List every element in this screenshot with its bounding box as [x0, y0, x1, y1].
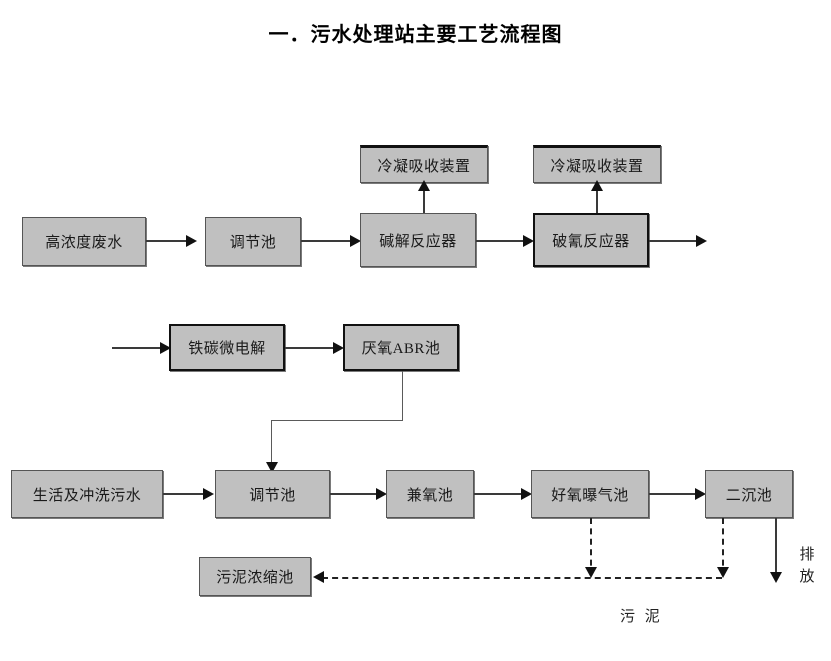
node-label: 高浓度废水 [45, 235, 123, 251]
node-label: 兼氧池 [406, 487, 454, 504]
arrow-right-r1-out [696, 235, 707, 247]
node-label: 铁碳微电解 [188, 341, 266, 357]
arrow-right-r3-1 [203, 488, 214, 500]
node-regulating-tank-row3[interactable]: 调节池 [215, 470, 330, 518]
node-label: 调节池 [249, 487, 296, 504]
arrow-down-clarifier-sludge [717, 567, 729, 578]
node-label: 调节池 [229, 235, 277, 251]
node-label: 碱解反应器 [379, 233, 457, 250]
dashed-sludge-return-line [322, 577, 722, 579]
arrow-down-aerobic-sludge [585, 567, 597, 578]
arrow-right-r1-3 [523, 235, 534, 247]
arrow-up-condenser-1 [418, 180, 430, 191]
node-domestic-and-flushing-sewage[interactable]: 生活及冲洗污水 [11, 470, 163, 518]
arrow-right-r3-4 [695, 488, 706, 500]
node-label: 冷凝吸收装置 [550, 158, 644, 175]
connector-cyanide-to-condenser [596, 183, 598, 217]
connector-alkaline-to-condenser [423, 183, 425, 217]
page-title: 一．污水处理站主要工艺流程图 [268, 24, 563, 46]
discharge-label-line1: 排 [799, 547, 815, 563]
node-regulating-tank-row1[interactable]: 调节池 [205, 217, 301, 266]
connector-sewage-to-regulating3 [163, 493, 207, 495]
node-label: 破氰反应器 [552, 233, 630, 250]
node-alkaline-hydrolysis-reactor[interactable]: 碱解反应器 [360, 213, 476, 267]
connector-abr-into-regulating [271, 420, 272, 468]
discharge-label-line2: 放 [799, 569, 815, 585]
connector-wastewater-to-regulating [146, 240, 189, 242]
node-label: 二沉池 [725, 487, 773, 504]
connector-alkaline-to-cyanide [476, 240, 528, 242]
connector-regulating3-to-facultative [330, 493, 379, 495]
dashed-clarifier-sludge-drop [722, 518, 724, 576]
connector-cyanide-outlet [649, 240, 701, 242]
node-secondary-clarifier[interactable]: 二沉池 [705, 470, 793, 518]
connector-row2-inlet [112, 347, 164, 349]
sludge-label: 污 泥 [620, 609, 663, 625]
node-high-concentration-wastewater[interactable]: 高浓度废水 [22, 217, 146, 266]
connector-clarifier-discharge [775, 518, 777, 580]
connector-abr-drop [402, 371, 403, 421]
arrow-right-r1-1 [186, 235, 197, 247]
node-label: 冷凝吸收装置 [377, 158, 471, 175]
node-label: 污泥浓缩池 [216, 570, 294, 586]
node-cyanide-breaking-reactor[interactable]: 破氰反应器 [533, 213, 649, 267]
dashed-aerobic-sludge-drop [590, 518, 592, 576]
connector-regulating-to-alkaline [301, 240, 355, 242]
arrow-right-r2-in [160, 342, 171, 354]
connector-microelectrolysis-to-abr [285, 347, 338, 349]
node-label: 厌氧ABR池 [361, 341, 441, 357]
node-anaerobic-abr-tank[interactable]: 厌氧ABR池 [343, 324, 459, 371]
node-label: 生活及冲洗污水 [32, 487, 142, 504]
arrow-down-abr-to-regulating [266, 462, 278, 473]
discharge-label: 排 放 [797, 544, 817, 588]
arrow-left-sludge-to-thickener [313, 571, 324, 583]
node-iron-carbon-microelectrolysis[interactable]: 铁碳微电解 [169, 324, 285, 371]
connector-facultative-to-aerobic [474, 493, 526, 495]
arrow-down-discharge [770, 572, 782, 583]
connector-aerobic-to-clarifier [649, 493, 700, 495]
node-sludge-thickening-tank[interactable]: 污泥浓缩池 [199, 557, 311, 596]
arrow-right-r3-2 [376, 488, 387, 500]
node-label: 好氧曝气池 [551, 487, 629, 504]
arrow-right-r2-1 [333, 342, 344, 354]
node-aerobic-aeration-tank[interactable]: 好氧曝气池 [531, 470, 649, 518]
arrow-right-r1-2 [350, 235, 361, 247]
node-condenser-absorber-1[interactable]: 冷凝吸收装置 [360, 145, 488, 183]
arrow-up-condenser-2 [591, 180, 603, 191]
connector-abr-across [271, 420, 403, 421]
arrow-right-r3-3 [521, 488, 532, 500]
node-facultative-tank[interactable]: 兼氧池 [386, 470, 474, 518]
node-condenser-absorber-2[interactable]: 冷凝吸收装置 [533, 145, 661, 183]
